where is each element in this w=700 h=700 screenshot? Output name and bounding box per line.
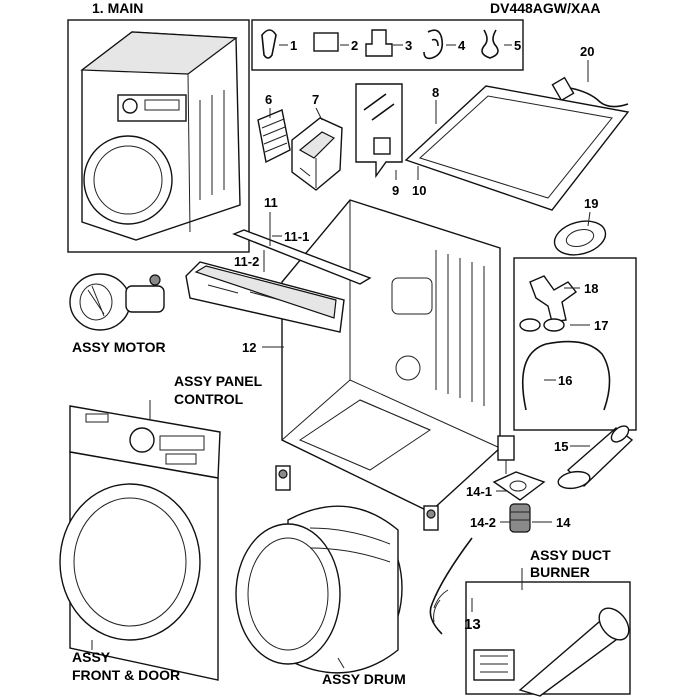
screw-bubble-part-9: 9 <box>355 83 403 198</box>
callout-20: 20 <box>580 44 594 59</box>
filter-housing-part-7: 7 <box>291 92 343 191</box>
label-assy-panel-2: CONTROL <box>174 391 244 407</box>
cabinet <box>281 199 501 513</box>
callout-17: 17 <box>594 318 608 333</box>
washer-b <box>543 318 565 332</box>
label-assy-duct-2: BURNER <box>530 564 590 580</box>
drum-front-ring <box>235 523 341 665</box>
callout-13: 13 <box>464 616 481 633</box>
hose-part-16 <box>521 340 611 411</box>
screw-clip <box>373 137 391 155</box>
wire-harness <box>429 537 473 635</box>
front-door-assembly: ASSY FRONT & DOOR <box>59 451 219 683</box>
dryer-knob <box>122 98 138 114</box>
callout-14-2: 14-2 <box>470 515 496 530</box>
callout-19: 19 <box>584 196 598 211</box>
callout-11: 11 <box>264 195 278 210</box>
dryer-top <box>80 31 238 75</box>
callout-9: 9 <box>392 183 399 198</box>
rail-11-1 <box>232 229 372 285</box>
rail-part-11: 11 11-1 11-2 <box>185 195 372 333</box>
lint-filter <box>257 109 291 164</box>
dryer-door <box>83 135 173 225</box>
exhaust-gasket <box>553 220 607 256</box>
gas-valve <box>473 649 515 681</box>
cabinet-screws <box>275 465 439 531</box>
label-assy-motor: ASSY MOTOR <box>72 339 166 355</box>
callout-7: 7 <box>312 92 319 107</box>
power-cord-part-20: 20 <box>551 44 629 108</box>
label-assy-drum: ASSY DRUM <box>322 671 406 687</box>
control-knob <box>129 427 155 453</box>
callout-14-1: 14-1 <box>466 484 492 499</box>
clip-part-1 <box>261 29 277 59</box>
wire-harness-part-13: 13 <box>429 537 481 635</box>
callout-5: 5 <box>514 38 521 53</box>
door-ring <box>59 483 201 641</box>
foot-rubber-14-2 <box>509 503 531 533</box>
control-panel-assembly: ASSY PANEL CONTROL <box>69 373 263 479</box>
section-title: 1. MAIN <box>92 0 143 16</box>
cabinet-part-12: 12 <box>242 199 501 513</box>
complete-dryer-box <box>67 19 250 253</box>
gasket-part-19: 19 <box>553 196 607 256</box>
connector-part-2 <box>313 32 339 52</box>
duct-part-15: 15 <box>554 425 634 490</box>
leveling-foot-part-14: 14-1 14-2 14 <box>466 435 571 533</box>
top-cover-part-8: 8 10 <box>404 85 630 211</box>
callout-6: 6 <box>265 92 272 107</box>
hose-box-frame <box>513 257 637 431</box>
steam-hose-box: 18 17 16 <box>513 257 637 431</box>
label-assy-front-1: ASSY <box>72 649 111 665</box>
screws <box>363 93 395 121</box>
label-assy-duct-1: ASSY DUCT <box>530 547 611 563</box>
callout-16: 16 <box>558 373 572 388</box>
power-cable <box>569 87 629 108</box>
screw-bubble <box>355 83 403 179</box>
motor-body <box>125 285 165 313</box>
foot-plate-14-1 <box>492 471 546 501</box>
callout-14: 14 <box>556 515 571 530</box>
label-assy-front-2: FRONT & DOOR <box>72 667 180 683</box>
blower-housing <box>69 273 131 331</box>
callout-1: 1 <box>290 38 297 53</box>
filter-part-6: 6 <box>257 92 291 164</box>
y-fitting-part-18 <box>529 275 578 323</box>
callout-11-1: 11-1 <box>284 229 309 244</box>
callout-11-2: 11-2 <box>234 254 259 269</box>
clamp-part-5 <box>481 29 499 59</box>
model-number: DV448AGW/XAA <box>490 0 600 16</box>
duct-burner-assembly: ASSY DUCT BURNER <box>465 547 631 697</box>
callout-18: 18 <box>584 281 598 296</box>
dryer-frame <box>67 19 250 253</box>
burner-box-frame <box>465 581 631 695</box>
top-cover <box>404 85 630 211</box>
callout-8: 8 <box>432 85 439 100</box>
power-plug <box>551 76 575 102</box>
clamp-part-4 <box>423 29 444 60</box>
label-assy-panel-1: ASSY PANEL <box>174 373 263 389</box>
clamp-parts-box: 1 2 3 4 5 <box>251 19 524 71</box>
callout-3: 3 <box>405 38 412 53</box>
callout-12: 12 <box>242 340 256 355</box>
clamp-parts-frame <box>251 19 524 71</box>
holder-part-3 <box>365 29 393 57</box>
callout-2: 2 <box>351 38 358 53</box>
washer-a <box>519 318 541 332</box>
callout-4: 4 <box>458 38 466 53</box>
drum-assembly: ASSY DRUM <box>235 505 406 687</box>
motor-assembly: ASSY MOTOR <box>69 273 166 355</box>
foot-screw-top <box>497 435 515 461</box>
callout-10: 10 <box>412 183 426 198</box>
callout-15: 15 <box>554 439 568 454</box>
